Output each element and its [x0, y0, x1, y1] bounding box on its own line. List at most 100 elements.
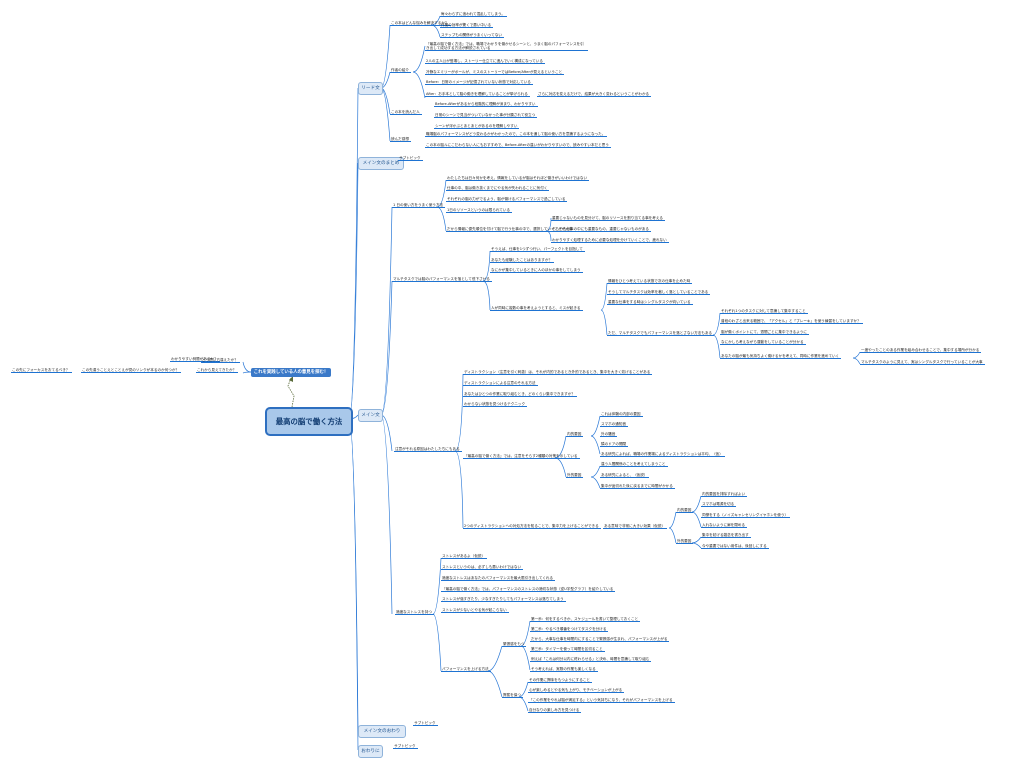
main-3-countermeasure-item[interactable]: スマホは電源を切る — [701, 502, 737, 507]
main-4-tension[interactable]: 緊張感をもつ — [502, 642, 527, 647]
main-2-detail-sub[interactable]: 一度やったことのある作業を組み合わせることで、集中する場所が分かる — [860, 348, 982, 353]
main-3-countermeasure-external[interactable]: 外的要因 — [676, 539, 694, 544]
lead-readers[interactable]: この本を読んだ人 — [390, 110, 422, 115]
main-3-item[interactable]: わからない状態を見つけるテクニック — [463, 402, 528, 407]
branch-main[interactable]: メイン文 — [358, 409, 383, 422]
main-outro-subtopic[interactable]: サブトピック — [413, 721, 438, 726]
callout-sub-5[interactable]: この先にフォーカスをおてるべき？ — [11, 368, 72, 373]
lead-reader-item[interactable]: Before-Afterがあるから段階的に理解が深まり、わかりやすい — [434, 102, 538, 107]
main-2-item[interactable]: なにかが集中しているときに人のほかの事をしてしまう — [490, 268, 583, 273]
main-3-countermeasure-item[interactable]: 集中を妨げる雑念を書き出す — [701, 533, 751, 538]
main-4-item[interactable]: ストレスがあるよ（仮説） — [441, 554, 488, 559]
lead-reader-item[interactable]: シーンが浮かぶとあとあとがあるのを理解しやすい — [434, 124, 520, 129]
main-3-internal-item[interactable]: スマホの通知音 — [600, 422, 629, 427]
branch-outro[interactable]: おわりに — [358, 745, 383, 758]
main-2-detail[interactable]: あなたの脳が最も気持ちよく働けるかを考えて、同時に作業を進めていく — [720, 354, 842, 359]
main-4-interest-item[interactable]: その作業に興味をもつようにすること — [528, 678, 592, 683]
main-4-item[interactable]: パフォーマンスを上げる方法 — [441, 667, 491, 672]
callout-sub-2[interactable]: どう思い方違えたか？ — [201, 358, 240, 363]
main-3-internal-item[interactable]: これは体験の内部の要因 — [600, 412, 643, 417]
main-topic-3[interactable]: 注意がそれる原因はわたしたちにもある — [394, 447, 462, 452]
main-2-detail[interactable]: それぞれ1つのタスクに対して意識して集中すること — [720, 309, 808, 314]
main-4-interest-item[interactable]: 心が楽しめるとやる気も上がり、モチベーションが上がる — [528, 688, 625, 693]
main-4-tension-item[interactable]: 第二歩：やるべき順番をつけてタスクを分ける — [530, 627, 609, 632]
main-2-subitem[interactable]: 重要な仕事をする時はシングルタスクが向いている — [607, 300, 693, 305]
main-4-item[interactable]: ストレスが少ないとやる気が起こらない — [441, 608, 509, 613]
main-3-internal-item[interactable]: 隣のドアの開閉 — [600, 442, 629, 447]
callout-sub-3[interactable]: これから見えてきたか？ — [196, 368, 239, 373]
main-2-detail-sub[interactable]: マルチタスクのように見えて、実はシングルタスクで行っていることが大事 — [860, 360, 985, 365]
main-3-countermeasure-item[interactable]: 同僚をする（ノイズキャンセリングイヤホンを使う） — [701, 513, 791, 518]
main-1-item[interactable]: だから情報に優先順位を付けて脳で行う仕事の中で、選択していくことが大事 — [446, 227, 575, 232]
main-1-subitem[interactable]: わかりやすく処理するために必要な処理を分けていくことで、疲れない — [551, 238, 669, 243]
lead-question-item[interactable]: 毎々わらずに追われて混乱してしまう。 — [440, 12, 508, 17]
main-2-item[interactable]: 人が同時に複数の事を考えようとすると、ミスが起きる — [490, 306, 583, 311]
main-4-interest[interactable]: 興奮を保つ — [502, 693, 523, 698]
main-3-internal[interactable]: 内的要因 — [566, 432, 584, 437]
lead-author-item[interactable]: 冷静なエミリーがポールが、ミスのストーリーではBefore/Afterが見えると… — [425, 70, 565, 75]
main-3-external-item[interactable]: 集中が途切れた後に戻るまでに時間がかかる — [600, 484, 675, 489]
main-4-tension-item[interactable]: 第三歩：タイマーを使って時間を区切ること — [530, 647, 605, 652]
main-3-item[interactable]: ディストラクションによる注意のそれる方法 — [463, 381, 538, 386]
main-3-countermeasure-item[interactable]: 入れないように扉を閉める — [701, 523, 748, 528]
branch-summary[interactable]: メイン文のまとめ — [358, 157, 404, 170]
main-1-subitem[interactable]: 重要じゃないものを見分けて、脳のリソースを割り当てる事を考える — [551, 216, 665, 221]
floating-callout[interactable]: これを実践している人の意見を探む！ — [251, 368, 331, 377]
main-topic-1[interactable]: 1 日の使い方をうまく使う方法 — [392, 203, 446, 208]
main-3-item[interactable]: あなたはひとつの作業に取り組むとき、どのくらい集中できますか？ — [463, 392, 577, 397]
lead-impression-item[interactable]: 職場脳のパフォーマンスがどう変わるかがわかったので、この本を通して脳の使い方を意… — [425, 132, 608, 137]
main-4-item[interactable]: ストレスが強すぎたり、少なすぎたりしてもパフォーマンスは落ちてしまう — [441, 597, 566, 602]
callout-sub-1[interactable]: わかりやすい例題があるか？ — [170, 357, 220, 362]
lead-author[interactable]: 作者の紹介 — [390, 68, 411, 73]
main-4-interest-item[interactable]: 自分なりの楽しみ方を見つける — [528, 708, 582, 713]
main-3-internal-item[interactable]: ある研究によれば、職場の作業場によるディストラクションは平均、（仮） — [600, 452, 725, 457]
main-2-item[interactable]: あなたも経験したことはありますか？ — [490, 258, 555, 263]
main-2-subitem[interactable]: そうしてマルチタスクは効率を著しく落としていることである — [607, 290, 711, 295]
lead-author-item[interactable]: After：お手本として脳の働きを理解していることが挙げられる — [425, 92, 530, 97]
main-1-subitem[interactable]: そもそも仕事の中にも重要なもの、重要じゃないものがある — [551, 227, 651, 232]
branch-main-outro[interactable]: メイン文のおわり — [358, 725, 406, 738]
main-4-item[interactable]: 『最高の脳で働く方法』では、パフォーマンスのストレスの適切な状態（逆U字型グラフ… — [441, 587, 616, 592]
main-3-item[interactable]: 2つのディストラクションへの対処方法を知ることで、集中力を上げることができる — [463, 524, 601, 529]
main-4-interest-item[interactable]: 「この作業をやれば脳が満足する」という気持ちになり、それがパフォーマンスを上げる — [528, 698, 675, 703]
main-1-item[interactable]: わたしたちは日々何かを考え、情報をしているが脳はそれほど働きがいいわけではない — [446, 176, 590, 181]
main-2-detail[interactable]: 普段のわざと出来る範囲で、「アクセル」と「ブレーキ」を使う練習をしていますか？ — [720, 319, 863, 324]
lead-question-item[interactable]: 作業の効率が驚くで悪い中いる — [440, 23, 494, 28]
lead-author-item[interactable]: 2人の主人公が登場し、ストーリー仕立てに進んでいく構成になっている — [425, 59, 545, 64]
lead-author-item[interactable]: 『最高の脳で働く方法』では、職場でわかりを働かせるシーンと、うまく脳のパフォーマ… — [425, 42, 588, 51]
lead-reader-item[interactable]: 日常のシーンで見当がついていなかった事が分類されて役立つ — [434, 113, 538, 118]
main-1-item[interactable]: それぞれの脳の力がでるよう、脳が働けるパフォーマンスで過ごしている — [446, 197, 568, 202]
main-3-external-item[interactable]: ある研究によると、（仮説） — [600, 473, 650, 478]
main-3-countermeasure-item[interactable]: 今や重要ではない用件は、後回しにする — [701, 544, 769, 549]
main-4-tension-item[interactable]: 第一歩：何をするべきか、スケジュールを書いて整理しておくこと — [530, 617, 641, 622]
main-3-external[interactable]: 外的要因 — [566, 473, 584, 478]
main-2-detail[interactable]: 脳が働くポイントにて、週間ごとに集中できるように — [720, 330, 809, 335]
lead-impression[interactable]: 読んだ感想 — [390, 137, 411, 142]
main-1-item[interactable]: 仕事の中、脳は働き抜くまでにやる気が失われることに気付く — [446, 186, 550, 191]
summary-subtopic[interactable]: サブトピック — [398, 156, 423, 161]
main-3-external-item[interactable]: 違う人間関係のことを考えてしまうこと — [600, 462, 668, 467]
main-4-item[interactable]: 適度なストレスはあなたのパフォーマンスを最大限引き出してくれる — [441, 576, 556, 581]
main-3-subitem[interactable]: ある意味で非常に大きい効果（仮説） — [603, 524, 668, 529]
outro-subtopic[interactable]: サブトピック — [393, 744, 418, 749]
lead-author-subitem[interactable]: さらに対応を変えるだけで、結果が大きく変わるということがわかる — [537, 92, 652, 97]
main-3-item[interactable]: 『最高の脳で働く方法』では、注意をそらす2種類の対策を示している — [463, 454, 580, 459]
main-2-detail[interactable]: なにかしら考えながら運動をしていることが分かる — [720, 340, 806, 345]
central-topic[interactable]: 最高の脳で働く方法 — [265, 407, 353, 436]
lead-question[interactable]: この本はどんな悩みを解決するか？ — [390, 21, 451, 26]
main-3-countermeasure-item[interactable]: 内的要因を排除すればよい — [701, 492, 748, 497]
main-4-tension-item[interactable]: そう考えれば、実際の作業も楽しくなる — [530, 667, 598, 672]
lead-question-item[interactable]: ステップもの関係がうまくいってない — [440, 33, 504, 38]
callout-sub-4[interactable]: この先達うことえとことえが見のソンクが本るのか何つか？ — [81, 368, 182, 373]
main-4-tension-item[interactable]: 例えば「これは何分以内に終わらせる」と決め、時間を意識して取り組む — [530, 657, 652, 662]
main-2-item[interactable]: そうえば、仕事を1つずつ行い、パーフェクトを目指して — [490, 247, 585, 252]
main-4-item[interactable]: ストレスというのは、必ずしも悪いわけではない — [441, 565, 524, 570]
main-3-internal-item[interactable]: 外の騒音 — [600, 432, 618, 437]
main-3-item[interactable]: ディストラクション（注意を引く刺激）は、それが内的であるとき外的であるとき、集中… — [463, 370, 653, 375]
main-1-item[interactable]: 1日のリソースというのは限られている — [446, 208, 513, 213]
main-3-countermeasure-internal[interactable]: 内的要因 — [676, 508, 694, 513]
main-4-tension-item[interactable]: だから、大事な仕事を時間内にすることで緊張感が生まれ、パフォーマンスが上がる — [530, 637, 670, 642]
main-topic-4[interactable]: 適度なストレスを持つ — [395, 610, 434, 615]
branch-lead[interactable]: リード文 — [358, 82, 383, 95]
lead-author-item[interactable]: Before：日常のイメージが記憶されていない状態で対応している — [425, 80, 533, 85]
